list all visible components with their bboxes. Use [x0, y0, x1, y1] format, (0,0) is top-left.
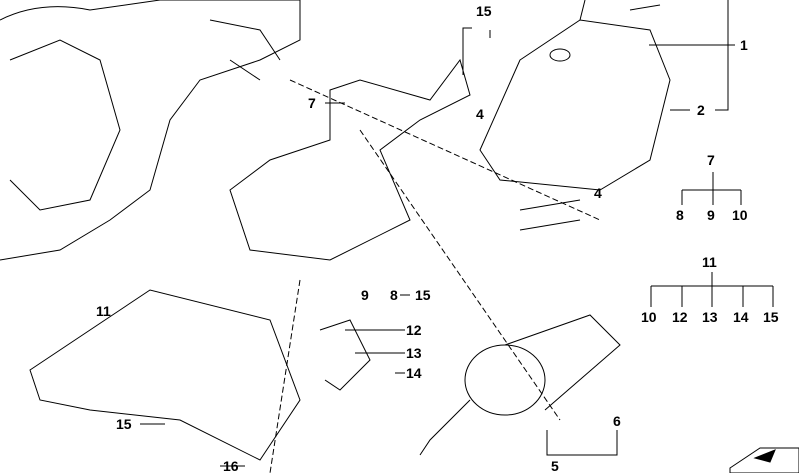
callout-10: 10 [641, 309, 657, 325]
brackets [29, 58, 471, 461]
callout-15: 15 [415, 287, 431, 303]
callout-4: 4 [594, 185, 602, 201]
callout-10: 10 [732, 207, 748, 223]
callout-13: 13 [702, 309, 718, 325]
callout-14: 14 [406, 365, 422, 381]
callout-5: 5 [551, 458, 559, 473]
slave-cylinder [419, 314, 621, 456]
direction-arrow-icon [729, 447, 799, 473]
callout-1: 1 [740, 37, 748, 53]
fluid-reservoir [479, 0, 671, 231]
callout-6: 6 [613, 413, 621, 429]
callout-7: 7 [308, 95, 316, 111]
callout-16: 16 [223, 458, 239, 473]
leader-lines [140, 0, 774, 473]
callout-8: 8 [676, 207, 684, 223]
callout-12: 12 [406, 322, 422, 338]
callout-9: 9 [707, 207, 715, 223]
callout-15: 15 [116, 416, 132, 432]
callout-7: 7 [707, 152, 715, 168]
callout-12: 12 [672, 309, 688, 325]
callout-9: 9 [361, 287, 369, 303]
callout-11: 11 [702, 254, 717, 270]
callout-15: 15 [476, 3, 492, 19]
callout-8: 8 [390, 287, 398, 303]
transmission-housing [0, 0, 301, 261]
callout-4: 4 [476, 106, 484, 122]
callout-2: 2 [697, 102, 705, 118]
callout-11: 11 [96, 303, 111, 319]
callout-15: 15 [763, 309, 779, 325]
callout-14: 14 [733, 309, 749, 325]
callout-13: 13 [406, 345, 422, 361]
